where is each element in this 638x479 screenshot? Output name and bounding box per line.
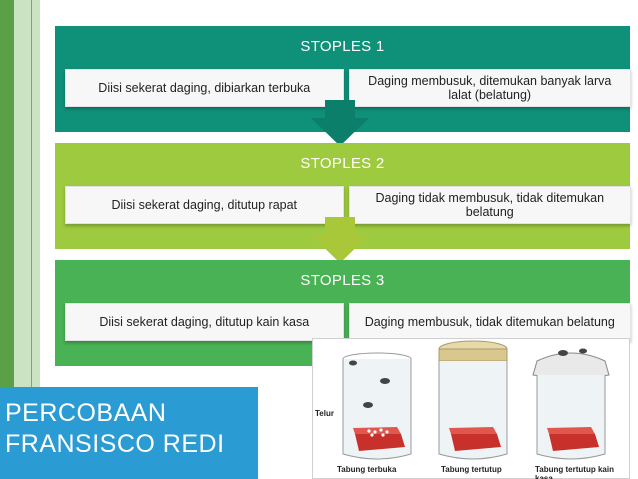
slide-title: PERCOBAAN FRANSISCO REDI xyxy=(0,387,258,479)
side-line xyxy=(31,0,32,479)
jar-illustration: Telur Tabung terbuka Tabung tertutup Tab… xyxy=(312,338,630,479)
stoples-1-row: Diisi sekerat daging, dibiarkan terbuka … xyxy=(65,69,631,107)
caption-closed: Tabung tertutup xyxy=(441,465,502,474)
jar-gauze xyxy=(532,348,610,460)
stoples-2-treatment: Diisi sekerat daging, ditutup rapat xyxy=(65,186,344,224)
jar-open xyxy=(342,352,412,460)
side-band xyxy=(0,0,14,479)
title-line-1: PERCOBAAN xyxy=(5,399,167,427)
stoples-2-row: Diisi sekerat daging, ditutup rapat Dagi… xyxy=(65,186,631,224)
caption-open: Tabung terbuka xyxy=(337,465,397,474)
title-line-2: FRANSISCO REDI xyxy=(5,430,225,458)
jar-closed xyxy=(438,340,508,460)
caption-gauze: Tabung tertutup kain kasa xyxy=(535,465,614,479)
stoples-1-result: Daging membusuk, ditemukan banyak larva … xyxy=(348,69,631,107)
stoples-3-result: Daging membusuk, tidak ditemukan belatun… xyxy=(348,303,631,341)
egg-label: Telur xyxy=(315,409,334,418)
down-arrow-2 xyxy=(311,217,369,263)
stoples-3-title: STOPLES 3 xyxy=(300,272,385,289)
stoples-2-result: Daging tidak membusuk, tidak ditemukan b… xyxy=(348,186,631,224)
stoples-1-treatment: Diisi sekerat daging, dibiarkan terbuka xyxy=(65,69,344,107)
stoples-3-treatment: Diisi sekerat daging, ditutup kain kasa xyxy=(65,303,344,341)
jars-drawing xyxy=(342,340,610,460)
down-arrow-1 xyxy=(311,100,369,146)
stoples-3-row: Diisi sekerat daging, ditutup kain kasa … xyxy=(65,303,631,341)
stoples-1-title: STOPLES 1 xyxy=(300,38,385,55)
stoples-2-title: STOPLES 2 xyxy=(300,155,385,172)
